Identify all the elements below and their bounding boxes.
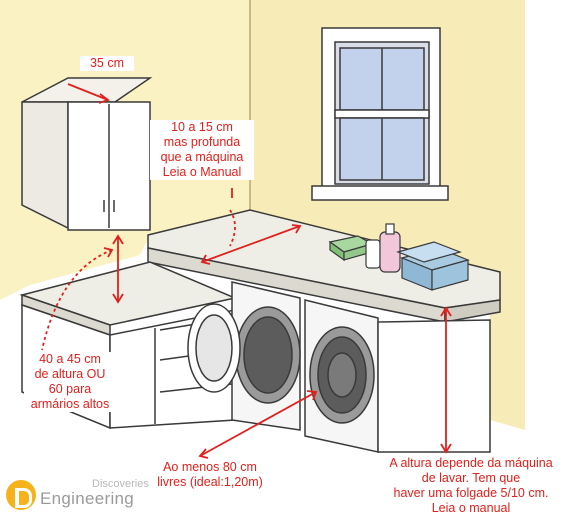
wall-cabinet: [21, 77, 153, 231]
brand-logo-icon: [6, 480, 36, 510]
counter-items: [328, 223, 470, 291]
label-min-width: Ao menos 80 cm livres (ideal:1,20m): [142, 460, 278, 490]
brand-name: Engineering: [40, 489, 135, 508]
washing-machine-right: [304, 299, 379, 453]
brand-logo: Discoveries Engineering: [6, 476, 156, 516]
right-wall: [250, 0, 525, 430]
label-machine-height: A altura depende da máquina de lavar. Te…: [380, 456, 562, 516]
upper-counter: [147, 209, 501, 323]
label-cabinet-depth: 35 cm: [80, 56, 134, 71]
right-cabinet-side: [377, 319, 491, 453]
window: [311, 27, 449, 201]
label-height-above-counter: 40 a 45 cm de altura OU 60 para armários…: [24, 352, 116, 412]
brand-top-text: Discoveries: [92, 478, 149, 490]
washing-machine-left: [187, 281, 301, 431]
label-counter-depth: 10 a 15 cm mas profunda que a máquina Le…: [150, 120, 254, 180]
annotation-arrows: [41, 83, 452, 459]
